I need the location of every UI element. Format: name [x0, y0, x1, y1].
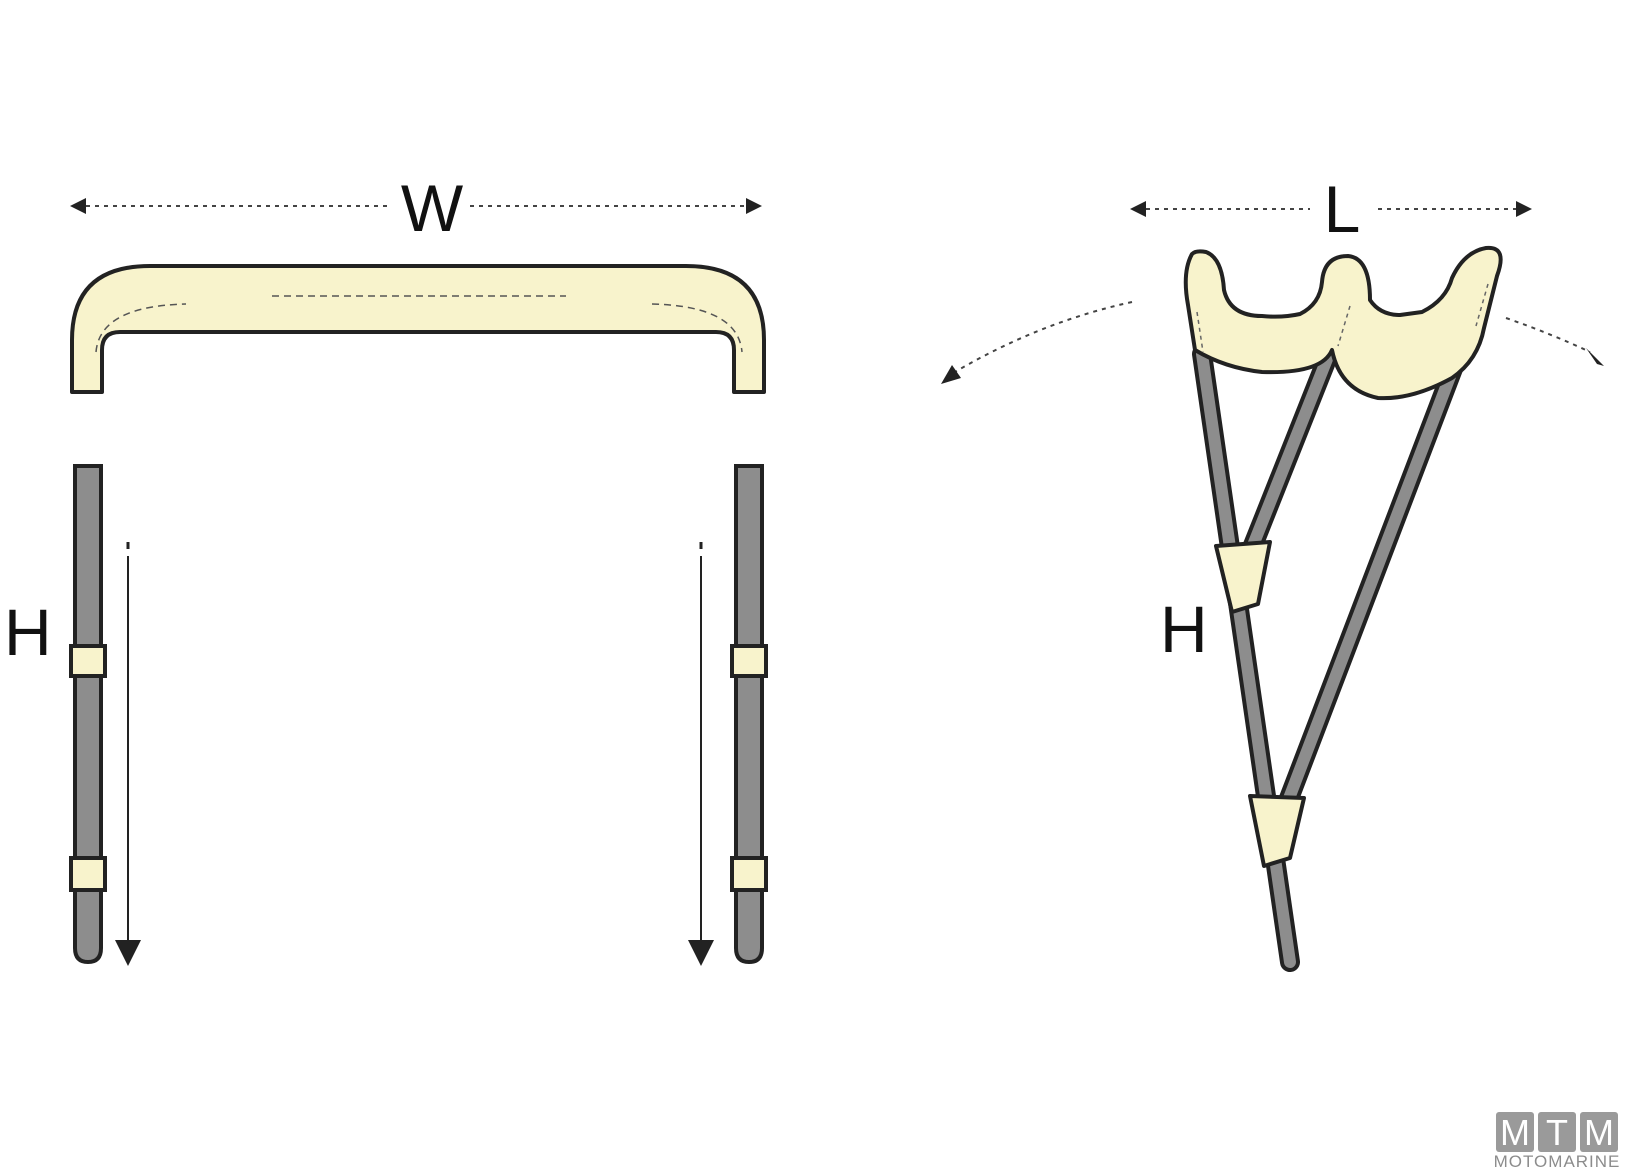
- front-view: W H: [4, 171, 768, 966]
- logo-letter-3: M: [1584, 1112, 1614, 1153]
- logo-wordmark: MOTOMARINE: [1494, 1152, 1621, 1170]
- length-label: L: [1324, 172, 1361, 246]
- front-height-label: H: [4, 595, 52, 669]
- right-lower-clamp: [730, 856, 768, 892]
- side-view: L H: [941, 172, 1604, 972]
- logo-letter-1: M: [1500, 1112, 1530, 1153]
- left-lower-clamp: [69, 856, 107, 892]
- front-height-arrow-left: [115, 542, 141, 966]
- front-left-leg: [69, 464, 107, 965]
- fold-arc-right: [1505, 317, 1604, 366]
- width-dimension-line: [70, 198, 762, 214]
- side-lower-joint: [1248, 794, 1306, 868]
- front-canvas-bow: [70, 264, 766, 394]
- side-front-tube: [1192, 344, 1300, 972]
- length-dimension-line: [1130, 201, 1532, 217]
- left-upper-clamp: [69, 644, 107, 678]
- side-canvas-cover: [1183, 245, 1503, 401]
- right-upper-clamp: [730, 644, 768, 678]
- side-middle-tube: [1230, 334, 1343, 588]
- front-right-leg: [730, 464, 768, 965]
- front-height-arrow-right: [688, 542, 714, 966]
- fold-arc-left: [941, 301, 1133, 384]
- width-label: W: [401, 171, 464, 245]
- logo-letter-2: T: [1546, 1112, 1568, 1153]
- motomarine-logo: M T M MOTOMARINE: [1494, 1112, 1621, 1170]
- side-rear-tube: [1270, 322, 1477, 832]
- side-upper-joint: [1214, 540, 1272, 614]
- side-height-label: H: [1160, 592, 1208, 666]
